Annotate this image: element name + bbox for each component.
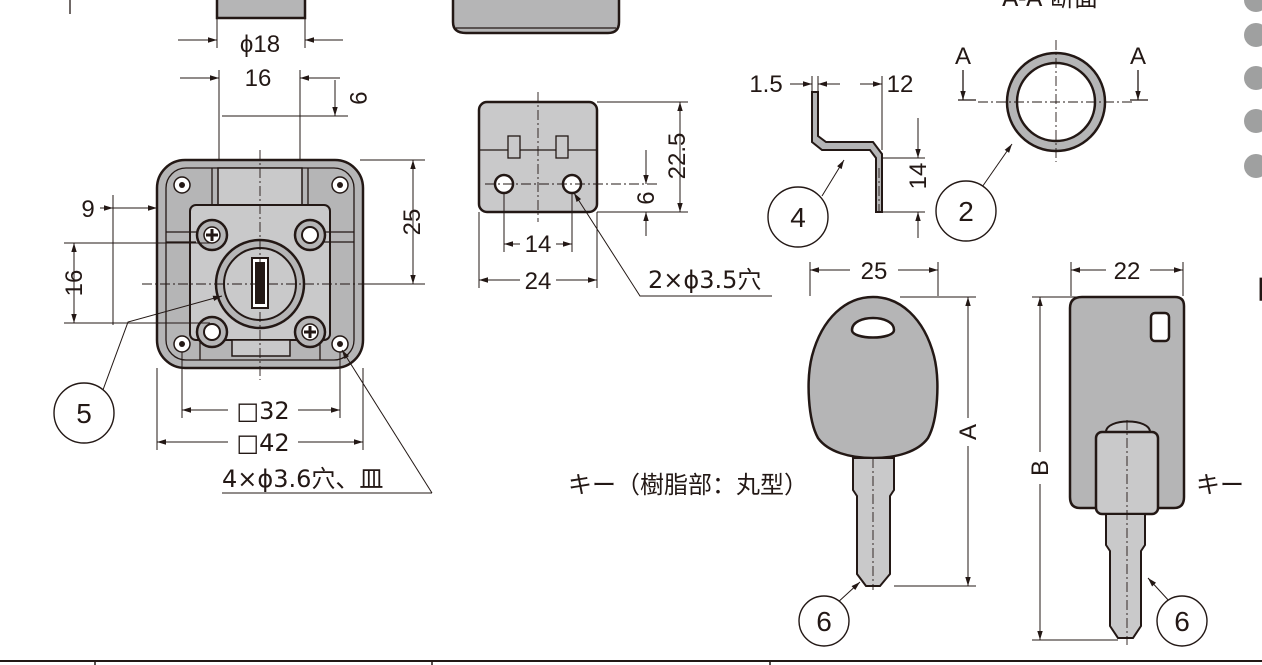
key-rect-view (1032, 262, 1186, 645)
dim-key-25: 25 (861, 258, 888, 285)
svg-text:4: 4 (790, 202, 806, 233)
caption-key-round: キー（樹脂部：丸型） (568, 471, 808, 499)
caption-key-right: キー (1196, 471, 1244, 499)
callout-2: 2 (935, 180, 997, 242)
dim-key-22: 22 (1114, 258, 1141, 285)
callout-4: 4 (767, 186, 829, 248)
section-mark-a-left: A (955, 43, 971, 70)
dim-25: 25 (399, 209, 426, 236)
z-bracket-side (790, 76, 925, 238)
dim-16-left: 16 (61, 270, 88, 297)
svg-text:2: 2 (958, 196, 974, 227)
list-bullets (1244, 0, 1262, 178)
callout-6-left: 6 (798, 595, 850, 647)
svg-text:5: 5 (76, 398, 92, 429)
screw-icon (293, 315, 327, 349)
screw-icon (195, 218, 229, 252)
callout-5: 5 (53, 382, 115, 444)
dim-9-left: 9 (81, 196, 94, 223)
cut-bracket: 【 (1244, 276, 1262, 304)
svg-text:6: 6 (1174, 606, 1190, 637)
section-a-a (958, 40, 1148, 191)
dim-14-b: 14 (905, 163, 932, 190)
svg-text:6: 6 (816, 606, 832, 637)
dim-phi18: ϕ18 (240, 31, 280, 58)
table-rule (0, 660, 1262, 665)
caption-bracket-holes: 2×ϕ3.5穴 (648, 266, 761, 294)
dim-9-top: 9 (344, 91, 371, 104)
dim-6: 6 (633, 191, 660, 204)
dim-14: 14 (525, 231, 552, 258)
dim-12: 12 (887, 71, 914, 98)
dim-22-5: 22.5 (664, 133, 691, 180)
dim-key-a: A (955, 424, 982, 440)
lock-front-view (64, 0, 433, 494)
section-mark-a-right: A (1130, 43, 1146, 70)
dim-key-b: B (1027, 460, 1054, 476)
key-round-view (807, 262, 976, 605)
dim-sq42: □42 (236, 429, 289, 457)
dim-sq32: □32 (236, 397, 289, 425)
dim-1-5: 1.5 (749, 71, 782, 98)
caption-mount-holes: 4×ϕ3.6穴、皿 (222, 465, 383, 493)
callout-6-right: 6 (1156, 595, 1208, 647)
section-title: A-A 断面 (1002, 0, 1098, 12)
dim-16-top: 16 (245, 65, 272, 92)
bracket-view (451, 0, 772, 297)
dim-24: 24 (525, 268, 552, 295)
